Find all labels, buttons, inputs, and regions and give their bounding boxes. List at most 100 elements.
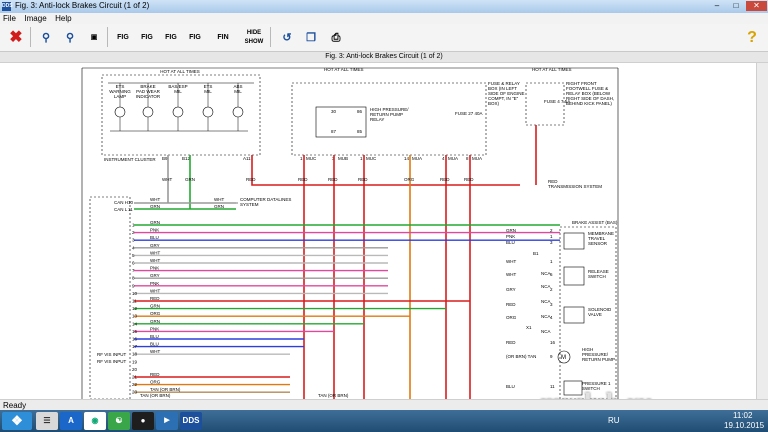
status-text: Ready: [3, 401, 27, 410]
wiring-diagram[interactable]: ETS WARNING LAMP BRAKE PAD WEAR INDICATO…: [0, 63, 756, 400]
lamp-label: MIL: [204, 89, 212, 94]
menu-help[interactable]: Help: [55, 14, 72, 23]
help-icon[interactable]: ?: [747, 29, 757, 46]
bas-wire-color: WHT: [506, 259, 516, 264]
connector-pin: 4: [442, 156, 445, 161]
fuse-27-label: FUSE 27 40A: [455, 111, 483, 116]
connector-label: MUB: [338, 156, 348, 161]
lamp-label: WARNING: [109, 89, 131, 94]
motor-m-label: M: [561, 355, 566, 361]
bas-pin: 5: [550, 272, 553, 277]
toolbar: ✖ ⚲ ⚲ ▣ FIG FIG FIG FIG FIN HIDE SHOW ↺ …: [0, 24, 768, 52]
chrome-icon[interactable]: ◉: [84, 412, 106, 430]
hide-show-button[interactable]: HIDE SHOW: [240, 26, 268, 50]
wire-color-label: GRN: [185, 177, 195, 182]
clock-time[interactable]: 11:02: [733, 411, 753, 420]
harness-pin: 22: [132, 382, 138, 387]
print-icon[interactable]: ⎙: [331, 32, 341, 44]
cluster-pin: B9: [162, 156, 168, 161]
nca-label: NCA: [541, 299, 551, 304]
app-a-icon[interactable]: A: [60, 412, 82, 430]
harness-wire-color: PNK: [150, 266, 159, 271]
harness-pin: 3: [132, 238, 135, 243]
harness-pin: 5: [132, 253, 135, 258]
minimize-button[interactable]: –: [714, 1, 720, 10]
media-icon[interactable]: ▶: [156, 412, 178, 430]
diagram-svg: ETS WARNING LAMP BRAKE PAD WEAR INDICATO…: [81, 67, 619, 400]
vertical-scrollbar[interactable]: [756, 63, 768, 399]
wire-color-label: RED: [246, 177, 256, 182]
zoom-in-icon[interactable]: ⚲: [41, 32, 51, 44]
fit-icon[interactable]: ▣: [90, 34, 98, 41]
menu-file[interactable]: File: [3, 14, 16, 23]
find-button[interactable]: FIN: [217, 34, 229, 41]
fuse-4-label: FUSE 4 7.5A: [544, 99, 570, 104]
harness-wire-color: ORG: [150, 380, 161, 385]
bas-pin: 3: [550, 240, 553, 245]
connector-pin: 14: [404, 156, 410, 161]
last-figure-button[interactable]: FIG: [189, 34, 201, 41]
language-indicator[interactable]: RU: [608, 416, 620, 425]
lamp-label: BRAKE: [140, 84, 155, 89]
maximize-button[interactable]: □: [733, 1, 739, 10]
wire-color-label: RED: [328, 177, 338, 182]
harness-pin: 23: [132, 390, 138, 395]
relay-pin: 85: [357, 129, 363, 134]
connector-label: MUC: [366, 156, 377, 161]
clock-date[interactable]: 19.10.2015: [724, 421, 765, 430]
menu-image[interactable]: Image: [24, 14, 47, 23]
cluster-pin: A11: [243, 156, 251, 161]
harness-wire-color: WHT: [150, 258, 160, 263]
harness-wire-color: ORG: [150, 311, 161, 316]
rf-vis-label: RF VIS INPUT: [97, 359, 127, 364]
rotate-icon[interactable]: ↺: [282, 32, 292, 44]
lamp-label: ETS: [204, 84, 213, 89]
toolbar-separator: [30, 27, 31, 47]
copy-icon[interactable]: ❐: [306, 32, 316, 44]
bas-pin: 4: [550, 315, 553, 320]
lamp-labels: ETS WARNING LAMP BRAKE PAD WEAR INDICATO…: [109, 84, 242, 99]
bas-pin: 3: [550, 302, 553, 307]
wire-color-label: RED: [440, 177, 450, 182]
bas-wire-color: PNK: [506, 234, 515, 239]
harness-wire-color: GRY: [150, 243, 160, 248]
dds-task-button[interactable]: DDS: [180, 412, 202, 430]
harness-pin: 9: [132, 283, 135, 288]
start-button-icon[interactable]: ❖: [2, 412, 32, 430]
harness-wire-color: GRN: [150, 304, 160, 309]
lamp-label: ETS: [116, 84, 125, 89]
harness-wire-color: WHT: [150, 288, 160, 293]
harness-pin: 18: [132, 352, 138, 357]
bas-pin: 2: [550, 287, 553, 292]
can-pin: 10: [128, 200, 134, 205]
relay-pin: 87: [331, 129, 337, 134]
close-window-button[interactable]: ✕: [746, 1, 767, 11]
harness-wire-color: GRN: [150, 220, 160, 225]
harness-wire-color: BLU: [150, 342, 159, 347]
vivo-icon[interactable]: ●: [132, 412, 154, 430]
close-icon[interactable]: ✖: [9, 29, 23, 46]
connector-pin: 8: [466, 156, 469, 161]
harness-wire-color: PNK: [150, 281, 159, 286]
zoom-out-icon[interactable]: ⚲: [65, 32, 75, 44]
membrane-sensor-label: MEMBRANE TRAVEL SENSOR: [588, 231, 615, 246]
previous-figure-button[interactable]: FIG: [141, 34, 153, 41]
relay-pin: 86: [357, 109, 363, 114]
next-figure-button[interactable]: FIG: [165, 34, 177, 41]
pump-motor-label: HIGH PRESSURE/ RETURN PUMP: [582, 347, 616, 362]
first-figure-button[interactable]: FIG: [117, 34, 129, 41]
harness-pin: 4: [132, 245, 135, 250]
harness-pin: 11: [132, 299, 137, 304]
taskbar: ❖ ☰ A ◉ ☯ ● ▶ DDS RU 11:02 19.10.2015: [0, 410, 768, 432]
wifi-app-icon[interactable]: ☯: [108, 412, 130, 430]
harness-pin: 2: [132, 230, 135, 235]
tan-wire-label: TAN (OR BRN): [318, 393, 349, 398]
vertical-wires: [167, 125, 537, 399]
harness-pin: 7: [132, 268, 135, 273]
explorer-icon[interactable]: ☰: [36, 412, 58, 430]
show-label: SHOW: [244, 39, 264, 45]
wire-color-label: RED: [464, 177, 474, 182]
harness-pin: 8: [132, 276, 135, 281]
harness-pin: 6: [132, 261, 135, 266]
